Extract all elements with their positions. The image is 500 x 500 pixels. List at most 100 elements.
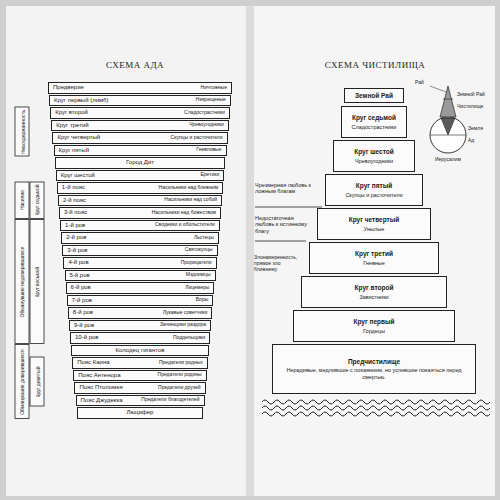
node-note: Гневные <box>363 260 385 266</box>
circle-band: Колодец гигантов <box>71 345 209 357</box>
node-note: Чревоугодники <box>355 158 393 164</box>
circle-band: Люцифер <box>77 407 204 419</box>
node-note: Еретики <box>200 172 219 178</box>
node-note: Завистники <box>359 294 388 300</box>
group-label: Круг девятый <box>30 357 44 406</box>
circle-band: 2-й ров Льстецы <box>61 232 219 244</box>
circle-band: 1-й пояс Насильники над ближним <box>57 182 223 194</box>
node-title: Люцифер <box>127 409 154 416</box>
node-note: Унылые <box>364 226 384 232</box>
circle-band: Круг пятый Гневливые <box>54 145 227 157</box>
node-title: Круг пятый <box>59 147 90 154</box>
page-heading: СХЕМА ЧИСТИЛИЩА <box>290 60 460 70</box>
circle-band: 3-й ровСвятокупцы <box>62 245 217 257</box>
group-label: Обманувшие недоверившихся <box>15 220 29 344</box>
terrace-box: Круг первыйГордецы <box>293 310 455 342</box>
terrace-box: Круг второйЗавистники <box>301 276 447 308</box>
node-title: Круг второй <box>355 284 394 291</box>
node-note: Насильники над собой <box>164 197 217 203</box>
node-note: Насильники над божеством <box>152 210 216 216</box>
circle-band: 2-й пояс Насильники над собой <box>58 195 222 207</box>
bracket-box <box>15 345 29 419</box>
node-title: Пояс Антенора <box>78 372 120 379</box>
node-title: Круг третий <box>355 250 393 257</box>
group-line <box>255 207 322 208</box>
node-title: Город Дит <box>126 159 154 166</box>
book-fold <box>246 6 254 496</box>
node-note: Нерадивые, медлившие с покаянием, но усп… <box>277 367 471 380</box>
bracket-box <box>30 220 44 344</box>
node-note: Ничтожные <box>201 85 227 91</box>
node-title: Колодец гигантов <box>116 347 165 354</box>
group-label: Обманувшие доверившихся <box>15 345 29 419</box>
circle-band: Круг шестойЕретики <box>56 170 225 182</box>
terrace-box: Круг шестойЧревоугодники <box>333 140 415 172</box>
circle-band: Круг третий Чревоугодники <box>51 120 228 132</box>
node-note: Воры <box>196 297 209 303</box>
globe-label: Земля <box>468 126 496 132</box>
globe-label: Чистилище <box>457 104 495 110</box>
node-note: Льстецы <box>194 235 214 241</box>
circle-band: Пояс Антенора Предатели родины <box>73 370 206 382</box>
node-note: Гордецы <box>363 328 385 334</box>
circle-band: Круг четвертыйСкупцы и расточители <box>52 132 227 144</box>
node-note: Зачинщики раздора <box>160 322 206 328</box>
terrace-box: Земной Рай <box>344 88 404 103</box>
right-page <box>251 6 495 496</box>
node-note: Сладострастники <box>184 110 225 116</box>
node-title: Земной Рай <box>355 92 393 99</box>
group-lines <box>255 207 322 241</box>
node-title: 10-й ров <box>75 334 99 341</box>
globe-label: Рай <box>415 80 435 86</box>
circle-band: 4-й ровПрорицатели <box>63 257 216 269</box>
bracket-box <box>30 182 44 219</box>
node-note: Насильники над ближним <box>159 185 219 191</box>
circle-band: 10-й ровПоддельщики <box>70 332 210 344</box>
node-title: 3-й пояс <box>64 209 87 216</box>
node-title: 8-й ров <box>73 309 93 316</box>
node-note: Чревоугодники <box>189 122 224 128</box>
node-title: Круг четвертый <box>57 134 100 141</box>
circle-band: 6-й ровЛицемеры <box>66 282 215 294</box>
sea-waves <box>262 400 490 416</box>
node-title: Круг пятый <box>356 182 392 189</box>
circle-band: 9-й ров Зачинщики раздора <box>69 320 211 332</box>
node-title: 9-й ров <box>74 322 94 329</box>
circle-band: 5-й ровМздоимцы <box>65 270 216 282</box>
left-page <box>6 6 249 496</box>
bracket-group <box>15 107 44 419</box>
terrace-box: Круг третийГневные <box>309 242 439 274</box>
circle-band: Пояс ПтоломеяПредатели друзей <box>74 382 205 394</box>
node-title: 1-й ров <box>65 222 85 229</box>
circle-band: 3-й пояс Насильники над божеством <box>59 207 221 219</box>
wave-line <box>262 400 490 404</box>
node-title: 5-й ров <box>70 272 90 279</box>
node-title: Круг шестой <box>354 148 394 155</box>
node-title: 6-й ров <box>71 284 91 291</box>
node-title: Пояс Каина <box>77 359 109 366</box>
bracket-box <box>15 182 29 219</box>
node-title: 4-й ров <box>68 259 88 266</box>
circle-band: Город Дит <box>55 157 226 169</box>
circle-band: Пояс КаинаПредатели родных <box>72 357 208 369</box>
node-title: Круг третий <box>56 122 88 129</box>
node-title: 2-й пояс <box>63 197 86 204</box>
node-title: 7-й ров <box>72 297 92 304</box>
group-label: Недостаточная любовь к истинному благу <box>255 215 311 234</box>
circle-band: Пояс ДжудеккаПредатели благодетелей <box>76 395 205 407</box>
node-note: Предатели родины <box>158 372 202 378</box>
node-note: Предатели благодетелей <box>141 397 199 403</box>
node-title: 1-й пояс <box>62 184 85 191</box>
circle-band: 8-й ров Лукавые советчики <box>68 307 212 319</box>
group-label: Круг седьмой <box>30 182 44 219</box>
node-note: Гневливые <box>196 147 221 153</box>
node-title: Круг четвертый <box>349 216 400 223</box>
group-label: Насилие <box>15 182 29 219</box>
node-note: Лукавые советчики <box>163 310 208 316</box>
node-note: Святокупцы <box>185 247 213 253</box>
node-title: 2-й ров <box>66 234 86 241</box>
node-title: Круг первый <box>353 318 394 325</box>
node-title: Круг седьмой <box>352 114 396 121</box>
group-label: Чрезмерная любовь к ложным благам <box>255 182 311 195</box>
